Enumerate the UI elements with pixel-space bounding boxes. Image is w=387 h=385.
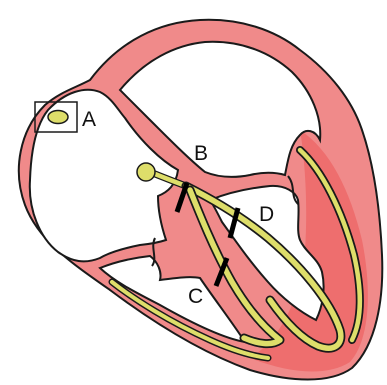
label-b: B (194, 142, 208, 165)
label-c: C (188, 285, 203, 308)
oval-node-icon (48, 111, 68, 124)
label-d: D (259, 203, 274, 226)
round-node-icon (137, 163, 155, 181)
label-a: A (82, 108, 96, 131)
